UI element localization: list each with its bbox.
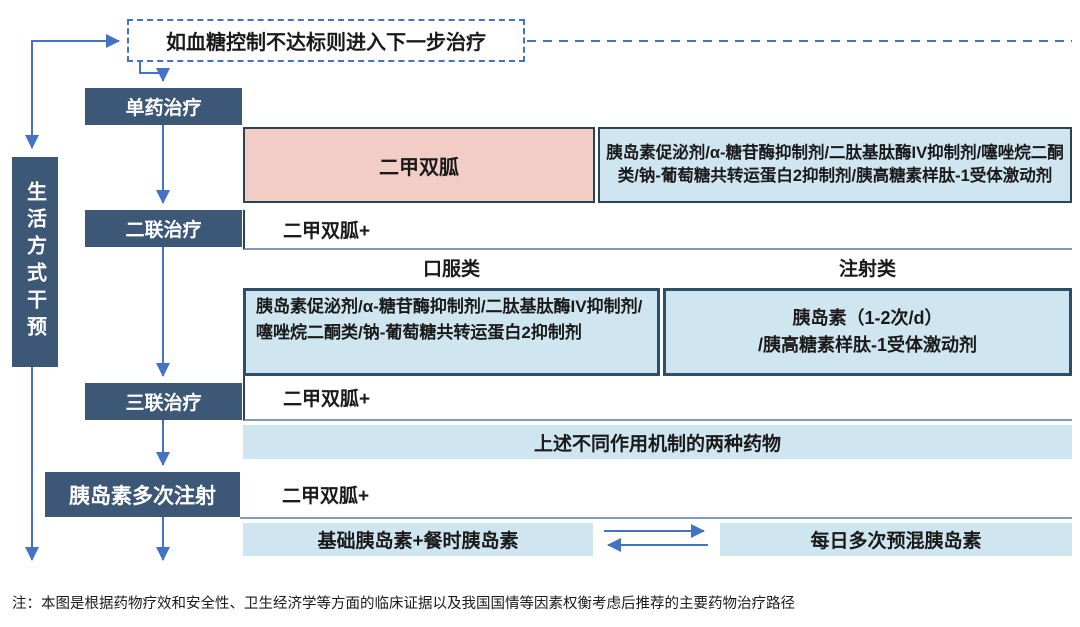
dual-oral-options-box: 胰岛素促泌剂/α-糖苷酶抑制剂/二肽基肽酶IV抑制剂/噻唑烷二酮类/钠-葡萄糖共… [243,288,660,376]
insulin-metformin-plus-label: 二甲双胍+ [282,486,370,507]
dual-oral-options-text: 胰岛素促泌剂/α-糖苷酶抑制剂/二肽基肽酶IV抑制剂/噻唑烷二酮类/钠-葡萄糖共… [256,297,643,342]
glucose-target-note-box: 如血糖控制不达标则进入下一步治疗 [127,19,525,62]
dual-injection-line1: 胰岛素（1-2次/d） [792,308,943,328]
stage-dual-therapy-label: 二联治疗 [125,220,202,241]
insulin-metformin-plus-band: 二甲双胍+ [240,472,1072,519]
premix-insulin-bar: 每日多次预混胰岛素 [720,523,1072,556]
oral-category-header: 口服类 [243,253,660,281]
basal-plus-prandial-bar: 基础胰岛素+餐时胰岛素 [243,523,593,556]
mono-alternatives-text: 胰岛素促泌剂/α-糖苷酶抑制剂/二肽基肽酶IV抑制剂/噻唑烷二酮类/钠-葡萄糖共… [606,143,1064,185]
basal-plus-prandial-label: 基础胰岛素+餐时胰岛素 [317,531,519,552]
stage-insulin-injections: 胰岛素多次注射 [45,472,240,517]
triple-option-text: 上述不同作用机制的两种药物 [533,433,781,455]
footnote: 注：本图是根据药物疗效和安全性、卫生经济学等方面的临床证据以及我国国情等因素权衡… [12,592,1072,613]
glucose-target-note-label: 如血糖控制不达标则进入下一步治疗 [166,32,486,54]
injection-category-label: 注射类 [838,258,896,280]
stage-dual-therapy: 二联治疗 [85,210,242,247]
triple-metformin-plus-label: 二甲双胍+ [283,389,371,410]
triple-metformin-plus-band: 二甲双胍+ [243,376,1072,421]
injection-category-header: 注射类 [663,253,1072,281]
stage-monotherapy: 单药治疗 [85,88,242,125]
dual-metformin-plus-label: 二甲双胍+ [283,220,371,242]
lifestyle-intervention-box: 生活方式干预 [12,157,58,367]
metformin-label: 二甲双胍 [379,156,459,179]
lifestyle-intervention-label: 生活方式干预 [23,181,46,343]
oral-category-label: 口服类 [422,258,480,280]
stage-triple-therapy: 三联治疗 [85,383,242,420]
dual-injection-options-box: 胰岛素（1-2次/d） /胰高糖素样肽-1受体激动剂 [663,288,1072,376]
note-to-mono-arrow [139,62,170,82]
metformin-box: 二甲双胍 [243,127,595,203]
footnote-text: 注：本图是根据药物疗效和安全性、卫生经济学等方面的临床证据以及我国国情等因素权衡… [12,596,795,612]
dual-injection-line2: /胰高糖素样肽-1受体激动剂 [757,335,977,355]
stage-triple-therapy-label: 三联治疗 [125,393,202,414]
stage-insulin-injections-label: 胰岛素多次注射 [69,484,216,508]
triple-option-bar: 上述不同作用机制的两种药物 [243,425,1072,459]
dual-metformin-plus-band: 二甲双胍+ [243,210,1072,250]
premix-insulin-label: 每日多次预混胰岛素 [810,531,982,552]
mono-alternatives-box: 胰岛素促泌剂/α-糖苷酶抑制剂/二肽基肽酶IV抑制剂/噻唑烷二酮类/钠-葡萄糖共… [598,127,1072,203]
stage-monotherapy-label: 单药治疗 [125,98,202,119]
